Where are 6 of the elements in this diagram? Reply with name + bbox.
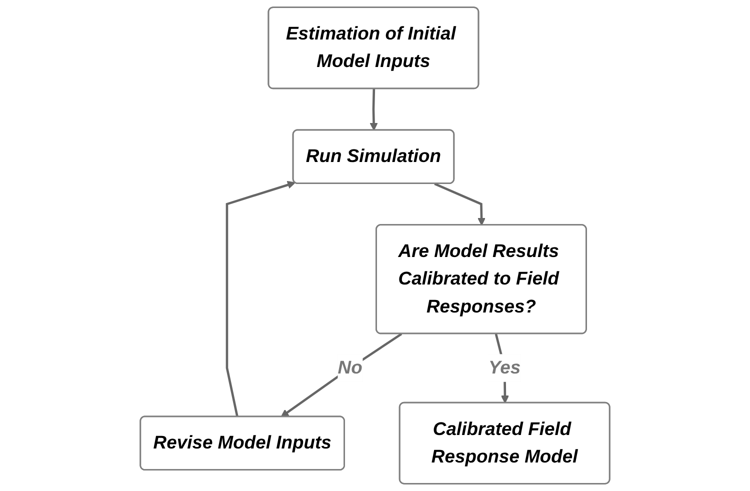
arrow <box>226 180 296 418</box>
arrow <box>370 88 378 131</box>
edge-label: No <box>338 358 362 378</box>
edge-label: Yes <box>488 358 521 378</box>
arrow <box>434 182 486 226</box>
arrow <box>280 332 402 418</box>
